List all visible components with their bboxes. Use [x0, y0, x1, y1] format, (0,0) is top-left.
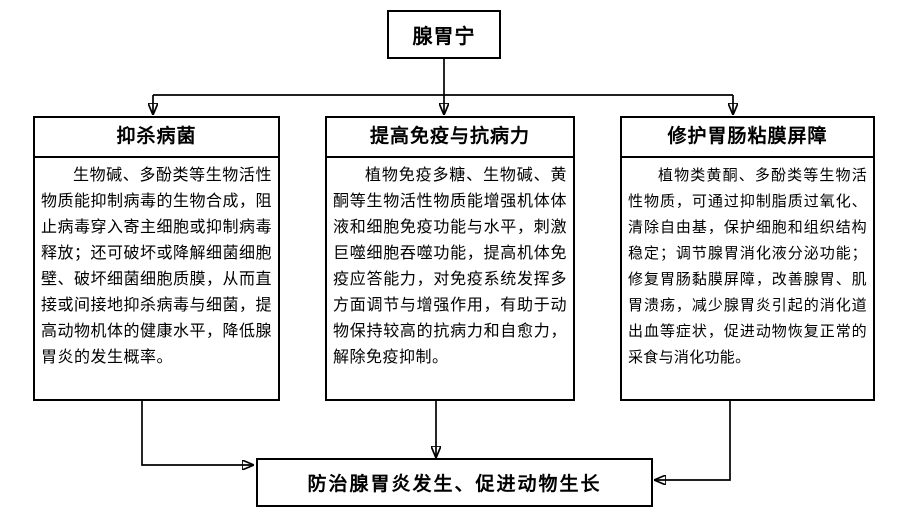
node-outcome-label: 防治腺胃炎发生、促进动物生长 — [307, 474, 602, 495]
branch-title: 抑杀病菌 — [35, 118, 278, 158]
node-outcome: 防治腺胃炎发生、促进动物生长 — [256, 458, 653, 507]
node-branch-immunity: 提高免疫与抗病力 植物免疫多糖、生物碱、黄酮等生物活性物质能增强机体体液和细胞免… — [325, 116, 575, 401]
branch-body: 植物免疫多糖、生物碱、黄酮等生物活性物质能增强机体体液和细胞免疫功能与水平，刺激… — [333, 167, 567, 366]
arrow-branch3-to-outcome — [656, 401, 731, 480]
node-root-label: 腺胃宁 — [412, 26, 476, 48]
arrow-branch1-to-outcome — [141, 401, 252, 465]
node-branch-mucosa-repair: 修护胃肠粘膜屏障 植物类黄酮、多酚类等生物活性物质，可通过抑制脂质过氧化、清除自… — [620, 116, 875, 401]
branch-title: 提高免疫与抗病力 — [327, 118, 573, 158]
branch-body: 生物碱、多酚类等生物活性物质能抑制病毒的生物合成，阻止病毒穿入寄主细胞或抑制病毒… — [41, 167, 273, 366]
node-branch-inhibit-pathogens: 抑杀病菌 生物碱、多酚类等生物活性物质能抑制病毒的生物合成，阻止病毒穿入寄主细胞… — [33, 116, 280, 401]
branch-body: 植物类黄酮、多酚类等生物活性物质，可通过抑制脂质过氧化、清除自由基，保护细胞和组… — [628, 167, 867, 366]
branch-title: 修护胃肠粘膜屏障 — [622, 118, 873, 158]
node-root: 腺胃宁 — [387, 10, 501, 59]
